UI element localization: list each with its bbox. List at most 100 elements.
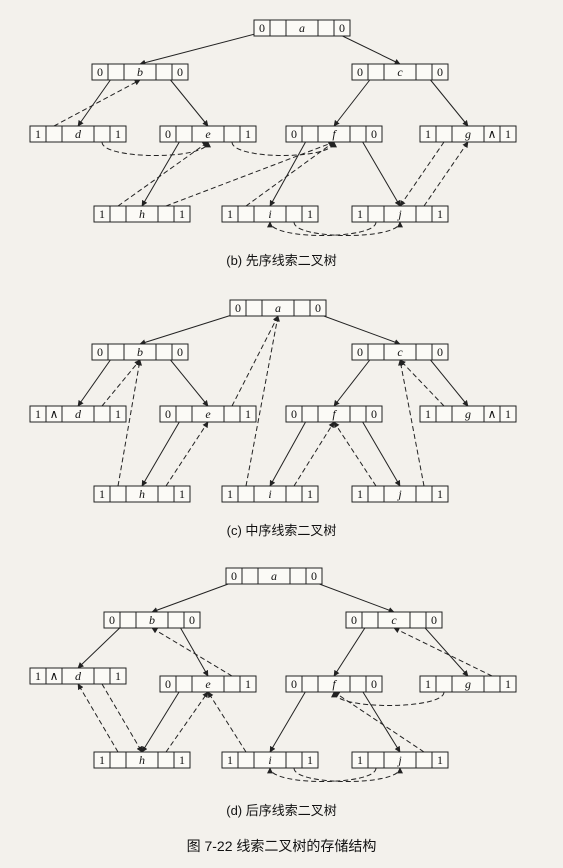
node-cell xyxy=(157,485,175,503)
child-pointer xyxy=(141,413,185,487)
node-cell xyxy=(155,343,173,361)
node-cell xyxy=(431,751,449,769)
node-label: c xyxy=(397,65,403,79)
ltag-value: 1 xyxy=(35,669,41,683)
node-cell xyxy=(435,675,453,693)
ltag-value: 1 xyxy=(99,207,105,221)
node-cell xyxy=(499,125,517,143)
node-label: f xyxy=(332,407,337,421)
node-cell xyxy=(237,205,255,223)
node-label: b xyxy=(149,613,155,627)
node-label: h xyxy=(139,207,145,221)
rtag-value: 1 xyxy=(437,487,443,501)
child-pointer xyxy=(77,71,117,127)
node-cell xyxy=(425,611,443,629)
child-pointer xyxy=(333,619,371,677)
child-pointer xyxy=(357,683,401,753)
ltag-value: 0 xyxy=(231,569,237,583)
child-pointer xyxy=(423,71,469,127)
node-cell xyxy=(239,675,257,693)
ltag-value: 1 xyxy=(357,753,363,767)
node-cell xyxy=(107,63,125,81)
thread-pointer xyxy=(165,141,335,207)
node-cell xyxy=(109,405,127,423)
node-cell xyxy=(365,125,383,143)
node-cell xyxy=(239,405,257,423)
node-cell xyxy=(109,125,127,143)
null-rchild: ∧ xyxy=(488,407,497,421)
rtag-value: 0 xyxy=(371,127,377,141)
child-pointer xyxy=(269,133,311,207)
node-cell xyxy=(107,343,125,361)
node-cell xyxy=(365,675,383,693)
thread-pointer xyxy=(423,141,469,207)
node-cell xyxy=(301,751,319,769)
thread-pointer xyxy=(117,359,143,487)
rtag-value: 1 xyxy=(245,127,251,141)
rtag-value: 0 xyxy=(371,677,377,691)
node-label: i xyxy=(268,753,271,767)
node-cell xyxy=(349,675,367,693)
rtag-value: 0 xyxy=(437,345,443,359)
figure-caption: 图 7-22 线索二叉树的存储结构 xyxy=(186,838,377,854)
ltag-value: 0 xyxy=(165,127,171,141)
node-cell xyxy=(367,343,385,361)
thread-pointer xyxy=(331,691,445,706)
node-label: g xyxy=(465,127,471,141)
ltag-value: 1 xyxy=(227,487,233,501)
node-cell xyxy=(349,405,367,423)
ltag-value: 0 xyxy=(97,345,103,359)
node-cell xyxy=(499,405,517,423)
rtag-value: 0 xyxy=(177,345,183,359)
node-cell xyxy=(157,205,175,223)
node-cell xyxy=(93,405,111,423)
rtag-value: 1 xyxy=(115,127,121,141)
thread-pointer xyxy=(165,691,209,753)
thread-pointer xyxy=(293,767,403,782)
rtag-value: 0 xyxy=(311,569,317,583)
node-cell xyxy=(269,19,287,37)
node-cell xyxy=(333,19,351,37)
ltag-value: 1 xyxy=(425,407,431,421)
node-cell xyxy=(93,125,111,143)
rtag-value: 0 xyxy=(339,21,345,35)
node-label: a xyxy=(275,301,281,315)
caption-postorder: (d) 后序线索二叉树 xyxy=(226,803,337,818)
node-cell xyxy=(431,485,449,503)
ltag-value: 0 xyxy=(235,301,241,315)
node-cell xyxy=(317,19,335,37)
ltag-value: 0 xyxy=(259,21,265,35)
child-pointer xyxy=(357,413,401,487)
node-cell xyxy=(245,299,263,317)
thread-pointer xyxy=(117,141,209,207)
thread-pointer xyxy=(151,627,233,677)
child-pointer xyxy=(333,351,377,407)
node-cell xyxy=(241,567,259,585)
node-cell xyxy=(301,675,319,693)
node-cell xyxy=(415,751,433,769)
node-cell xyxy=(431,205,449,223)
thread-pointer xyxy=(333,421,377,487)
child-pointer xyxy=(417,619,469,677)
node-label: d xyxy=(75,407,82,421)
thread-pointer xyxy=(101,359,141,407)
ltag-value: 1 xyxy=(357,487,363,501)
node-cell xyxy=(293,299,311,317)
thread-pointer xyxy=(245,315,280,487)
node-cell xyxy=(435,405,453,423)
caption-inorder: (c) 中序线索二叉树 xyxy=(226,523,337,538)
node-cell xyxy=(409,611,427,629)
node-label: c xyxy=(391,613,397,627)
rtag-value: 1 xyxy=(115,407,121,421)
node-label: e xyxy=(205,127,211,141)
node-cell xyxy=(305,567,323,585)
